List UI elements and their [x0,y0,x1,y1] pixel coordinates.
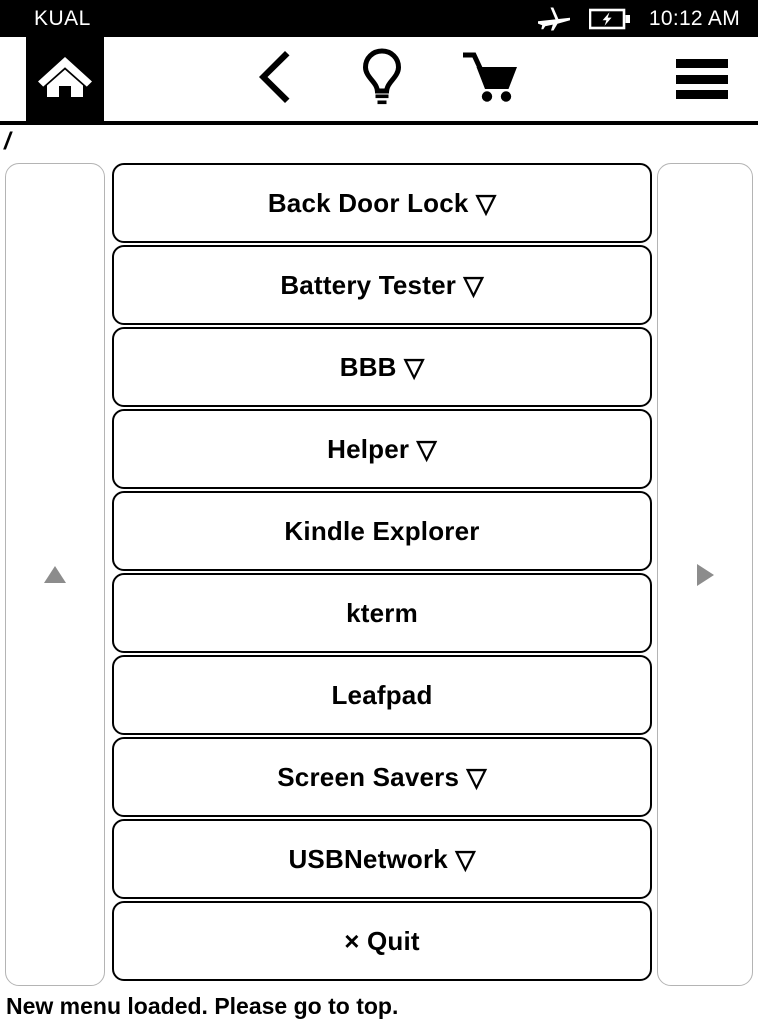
next-page-panel[interactable] [657,163,753,986]
menu-item-battery-tester[interactable]: Battery Tester ▽ [112,245,652,325]
menu-item-kterm[interactable]: kterm [112,573,652,653]
menu-item-label: × Quit [344,925,420,956]
menu-item-helper[interactable]: Helper ▽ [112,409,652,489]
back-chevron-icon [255,49,295,110]
menu-item-bbb[interactable]: BBB ▽ [112,327,652,407]
next-page-triangle-icon [696,563,714,586]
status-message: New menu loaded. Please go to top. [6,993,399,1019]
menu-item-label: Leafpad [331,679,433,710]
menu-item-label: USBNetwork ▽ [288,843,476,874]
top-toolbar [0,37,758,125]
hamburger-menu-icon [676,59,728,99]
menu-area: Back Door Lock ▽ Battery Tester ▽ BBB ▽ Hel… [0,163,758,986]
menu-item-label: Helper ▽ [327,433,437,464]
status-bar-title: KUAL [34,7,91,30]
scroll-up-panel[interactable] [5,163,105,986]
menu-item-label: Screen Savers ▽ [277,761,487,792]
menu-button[interactable] [670,37,734,121]
back-button[interactable] [243,37,307,121]
menu-item-label: BBB ▽ [339,351,425,382]
menu-item-kindle-explorer[interactable]: Kindle Explorer [112,491,652,571]
home-icon [37,55,93,104]
menu-item-screen-savers[interactable]: Screen Savers ▽ [112,737,652,817]
menu-item-back-door-lock[interactable]: Back Door Lock ▽ [112,163,652,243]
menu-item-label: Battery Tester ▽ [280,269,484,300]
status-bar: KUAL 10:12 AM [0,0,758,37]
store-button[interactable] [455,37,525,121]
menu-item-label: Kindle Explorer [284,515,480,546]
menu-item-label: kterm [346,597,418,628]
menu-item-label: Back Door Lock ▽ [267,187,497,218]
menu-item-leafpad[interactable]: Leafpad [112,655,652,735]
light-button[interactable] [350,37,414,121]
battery-charging-icon [588,7,631,31]
scroll-up-triangle-icon [44,566,66,583]
home-button[interactable] [26,37,104,121]
menu-list: Back Door Lock ▽ Battery Tester ▽ BBB ▽ Hel… [112,163,652,986]
lightbulb-icon [361,47,403,111]
shopping-cart-icon [461,51,519,108]
breadcrumb: / [4,128,11,155]
status-bar-indicators: 10:12 AM [537,7,740,31]
status-bar-clock: 10:12 AM [648,7,740,30]
menu-item-usbnetwork[interactable]: USBNetwork ▽ [112,819,652,899]
airplane-mode-icon [537,7,571,31]
menu-item-quit[interactable]: × Quit [112,901,652,981]
